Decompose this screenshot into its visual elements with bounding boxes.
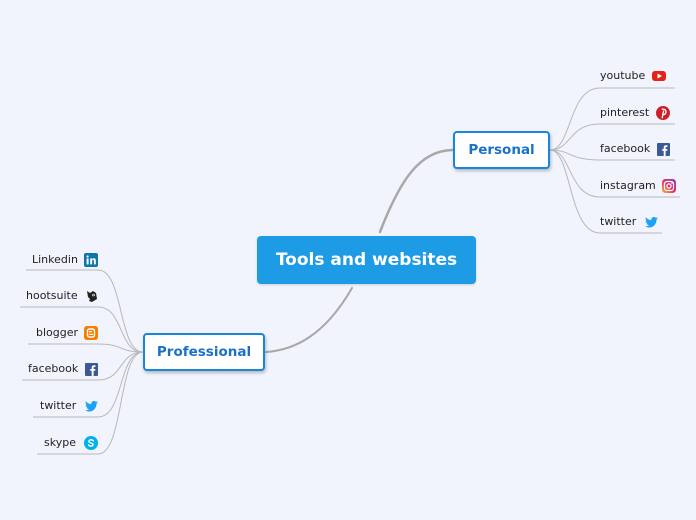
subtopic-hootsuite[interactable]: hootsuite [26, 289, 78, 302]
subtopic-twitter-professional[interactable]: twitter [40, 399, 77, 412]
subtopic-youtube[interactable]: youtube [600, 69, 646, 82]
central-topic-label: Tools and websites [275, 250, 458, 270]
connector-central-professional [265, 287, 353, 353]
subtopic-instagram[interactable]: instagram [600, 179, 656, 192]
branch-line-blogger [28, 343, 144, 353]
main-topic-personal[interactable]: Personal [453, 131, 550, 169]
subtopic-facebook-personal[interactable]: facebook [600, 142, 651, 155]
main-topic-professional-label: Professional [156, 344, 252, 360]
branch-line-facebook-personal [549, 149, 675, 161]
subtopic-blogger[interactable]: blogger [36, 326, 79, 339]
subtopic-linkedin[interactable]: Linkedin [32, 253, 78, 266]
hootsuite-icon [84, 289, 98, 303]
branch-line-facebook-professional [22, 351, 144, 381]
skype-icon [84, 436, 98, 450]
linkedin-icon [84, 253, 98, 267]
main-topic-personal-label: Personal [468, 142, 535, 158]
twitter-icon [84, 399, 98, 413]
facebook-icon [656, 142, 670, 156]
twitter-icon [644, 215, 658, 229]
branch-line-youtube [549, 87, 675, 151]
subtopic-twitter-personal[interactable]: twitter [600, 215, 637, 228]
instagram-icon [662, 179, 676, 193]
facebook-icon [84, 362, 98, 376]
connector-central-personal [378, 148, 455, 234]
pinterest-icon [656, 106, 670, 120]
branch-line-skype [37, 351, 144, 455]
subtopic-facebook-professional[interactable]: facebook [28, 362, 79, 375]
branch-line-twitter-personal [549, 149, 662, 234]
central-topic[interactable]: Tools and websites [257, 236, 476, 284]
branch-line-linkedin [26, 269, 144, 353]
branch-line-hootsuite [20, 306, 144, 353]
branch-line-pinterest [549, 123, 675, 151]
main-topic-professional[interactable]: Professional [143, 333, 265, 371]
subtopic-pinterest[interactable]: pinterest [600, 106, 650, 119]
subtopic-skype[interactable]: skype [44, 436, 76, 449]
youtube-icon [652, 69, 666, 83]
branch-line-instagram [549, 149, 680, 198]
branch-line-twitter-professional [33, 351, 144, 418]
blogger-icon [84, 326, 98, 340]
